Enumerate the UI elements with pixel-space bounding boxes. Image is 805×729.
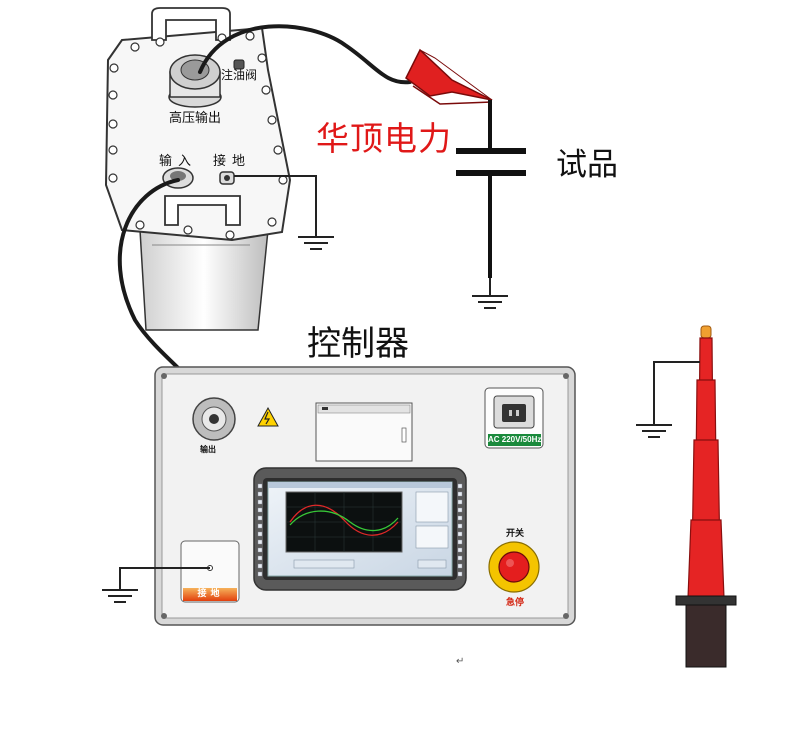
controller-ground-wire [119, 567, 210, 590]
test-transformer [104, 7, 292, 331]
emergency-stop-button [488, 541, 540, 593]
emergency-stop-label: 急停 [506, 598, 525, 608]
printer [315, 402, 413, 462]
cover-bolts [108, 31, 288, 240]
ground-symbol-transformer [298, 236, 334, 250]
ground-terminal [219, 171, 235, 185]
power-socket-label: AC 220V/50Hz [488, 434, 542, 446]
rod-ground-wire [653, 361, 700, 424]
bottom-handle [164, 195, 241, 226]
touch-display [253, 467, 467, 591]
hv-cable [198, 24, 412, 85]
hv-output-label: 高压输出 [169, 111, 222, 126]
power-socket [484, 387, 544, 449]
ground-switch [180, 540, 240, 603]
specimen-capacitor [456, 100, 526, 278]
specimen-label: 试品 [556, 147, 618, 183]
paragraph-mark: ↵ [456, 656, 465, 667]
discharge-rod [675, 325, 737, 668]
ground-terminal-label: 接地 [213, 154, 252, 169]
switch-label: 开关 [506, 529, 525, 539]
controller-output-label: 输出 [200, 445, 216, 454]
top-handle [151, 7, 231, 41]
alligator-clip [405, 48, 493, 105]
high-voltage-warning-icon [257, 406, 279, 427]
oil-valve-label: 注油阀 [221, 68, 258, 82]
ground-symbol-specimen [472, 278, 508, 309]
input-terminal-label: 输入 [159, 154, 198, 169]
ground-switch-label: 接地 [197, 589, 224, 599]
ground-symbol-controller [102, 589, 138, 603]
controller-box [154, 366, 576, 626]
output-socket [192, 397, 236, 441]
oil-valve-icon [233, 59, 245, 70]
brand-label: 华顶电力 [316, 119, 452, 158]
transformer-ground-wire [234, 175, 317, 236]
ground-symbol-rod [636, 424, 672, 438]
transformer-cover [104, 26, 292, 242]
hv-output-bushing [168, 54, 222, 108]
controller-label: 控制器 [307, 324, 409, 364]
